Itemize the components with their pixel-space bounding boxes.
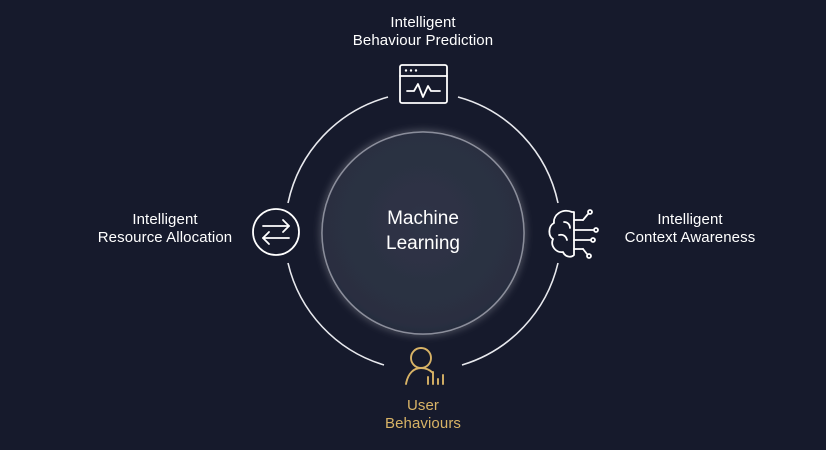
node-label-right-line2: Context Awareness — [624, 229, 756, 246]
center-label-line2: Learning — [386, 233, 460, 254]
node-label-top-line1: Intelligent — [390, 14, 456, 31]
orbit-arc-right-bottom — [461, 262, 559, 366]
node-label-top-line2: Behaviour Prediction — [352, 32, 494, 49]
node-label-user-behaviours: User Behaviours — [323, 397, 523, 433]
swap-arrows-icon — [252, 208, 300, 256]
orbit-ring — [287, 96, 559, 366]
node-label-context-awareness: Intelligent Context Awareness — [600, 211, 780, 247]
orbit-arc-top-right — [457, 96, 559, 204]
center-circle — [321, 131, 525, 335]
node-label-behaviour-prediction: Intelligent Behaviour Prediction — [313, 14, 533, 50]
user-analytics-icon — [405, 347, 444, 385]
node-label-left-line1: Intelligent — [132, 211, 198, 228]
center-label-line1: Machine — [387, 208, 459, 229]
brain-circuit-icon — [548, 209, 599, 259]
node-label-bottom-line2: Behaviours — [384, 415, 462, 432]
node-label-right-line1: Intelligent — [657, 211, 723, 228]
orbit-arc-bottom-left — [287, 262, 385, 366]
orbit-arc-left-top — [287, 96, 389, 204]
node-label-resource-allocation: Intelligent Resource Allocation — [60, 211, 270, 247]
browser-pulse-icon — [399, 64, 448, 104]
node-label-bottom-line1: User — [406, 397, 440, 414]
center-label: Machine Learning — [323, 206, 523, 256]
node-label-left-line2: Resource Allocation — [97, 229, 233, 246]
